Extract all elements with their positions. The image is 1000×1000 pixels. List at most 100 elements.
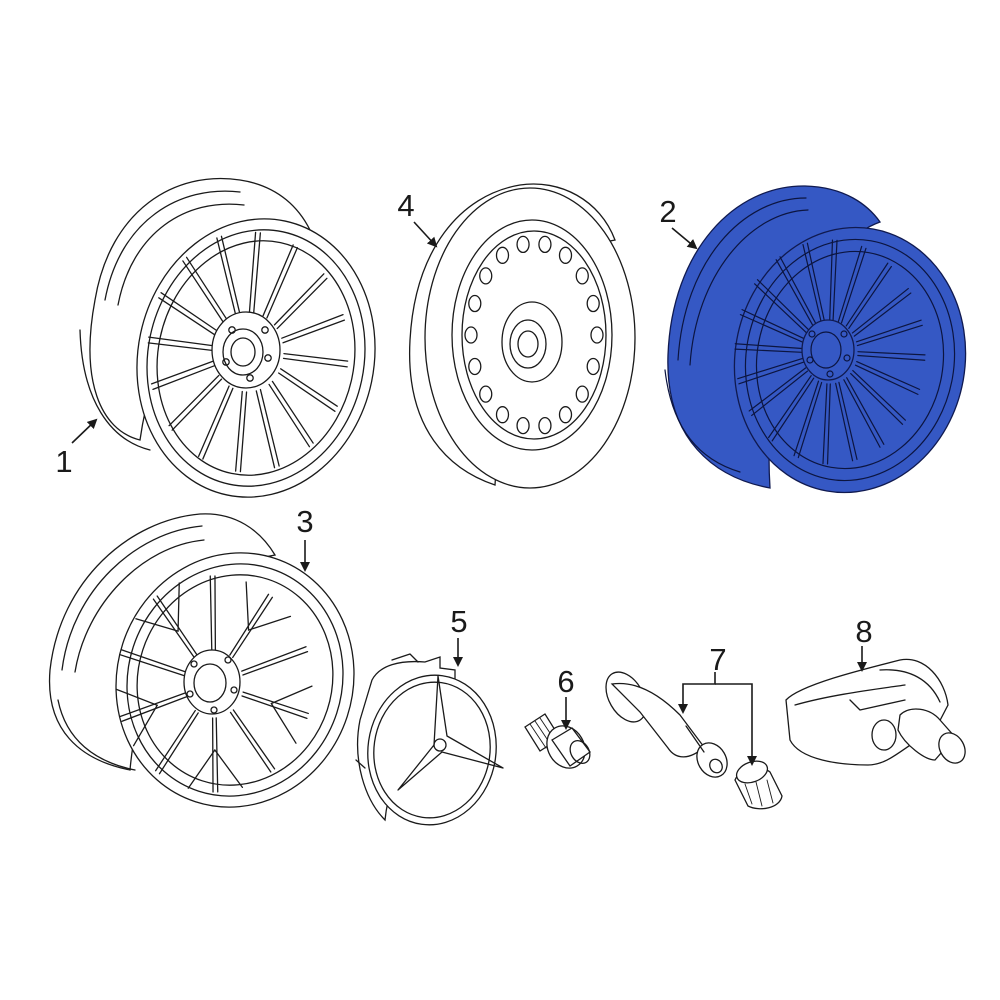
spoke-line (242, 650, 309, 676)
vent-hole (575, 385, 589, 403)
spoke-line (738, 361, 805, 385)
spoke-line (276, 277, 328, 330)
spoke-line (241, 695, 308, 720)
center-cap[interactable] (355, 653, 506, 833)
spare-wheel[interactable] (409, 183, 636, 489)
spoke-line (147, 342, 213, 352)
spoke-line (177, 582, 180, 632)
callout-5: 5 (450, 604, 467, 639)
spoke-line (197, 385, 230, 457)
spoke-line (220, 235, 241, 314)
spoke-line (154, 709, 196, 772)
leader-1 (71, 418, 98, 444)
spoke-line (232, 596, 274, 659)
spoke-line (832, 239, 838, 321)
vent-hole (479, 385, 493, 403)
spoke-line (856, 324, 923, 347)
spoke-line (158, 712, 199, 775)
spoke-line (737, 357, 804, 380)
spoke-line (268, 383, 311, 448)
spoke-line (822, 383, 828, 465)
spoke-line (775, 259, 814, 327)
spoke-line (232, 709, 276, 770)
spoke-line (135, 618, 179, 632)
spoke-line (119, 692, 186, 718)
spoke-line (150, 360, 214, 385)
spoke-line (160, 292, 219, 332)
spoke-line (802, 244, 822, 323)
vent-hole (558, 406, 573, 424)
spoke-line (119, 653, 186, 677)
leader-7a (678, 672, 716, 714)
spoke-line (270, 685, 313, 705)
spoke-line (835, 382, 854, 462)
spoke-line (771, 377, 815, 442)
callout-8: 8 (855, 614, 872, 649)
vent-hole (586, 357, 600, 376)
spoke-line (248, 231, 257, 313)
spoke-line (156, 595, 199, 657)
lug-bolt[interactable] (524, 713, 594, 775)
spoke-line (214, 749, 244, 789)
spoke-line (158, 297, 216, 336)
spoke-line (856, 360, 921, 390)
vent-hole (495, 406, 510, 424)
spoke-line (121, 696, 187, 722)
vent-hole (516, 235, 530, 254)
spoke-line (741, 309, 806, 340)
spoke-line (255, 390, 276, 469)
vent-hole (538, 235, 552, 254)
spoke-line (756, 279, 810, 332)
spoke-line (277, 372, 336, 412)
alloy-wheel-multispoke[interactable] (79, 177, 401, 520)
spoke-line (748, 367, 807, 412)
spoke-line (132, 704, 158, 747)
spoke-line (259, 388, 280, 467)
spoke-line (216, 237, 237, 316)
spoke-line (209, 575, 213, 651)
vent-hole (538, 416, 552, 435)
callout-2: 2 (659, 194, 676, 229)
spoke-line (806, 242, 825, 322)
spoke-line (182, 260, 225, 324)
spoke-line (229, 593, 270, 656)
spoke-line (215, 717, 219, 793)
spoke-line (239, 391, 248, 473)
spoke-line (271, 380, 314, 444)
spoke-line (826, 383, 831, 465)
valve-stem-kit[interactable] (598, 665, 783, 810)
vent-hole (558, 246, 573, 264)
spoke-line (768, 375, 812, 439)
spoke-line (247, 615, 292, 631)
spoke-line (270, 702, 297, 744)
spoke-line (838, 381, 858, 460)
vent-hole (516, 416, 530, 435)
alloy-wheel-highlighted[interactable] (664, 185, 986, 511)
callout-6: 6 (557, 664, 574, 699)
callout-7: 7 (709, 642, 726, 677)
leader-lines (71, 221, 867, 766)
vent-hole (586, 294, 600, 313)
alloy-wheel-y-spoke[interactable] (48, 513, 387, 838)
spoke-line (282, 319, 346, 344)
spoke-line (273, 273, 325, 326)
spoke-line (734, 343, 803, 350)
spoke-line (857, 351, 926, 356)
spoke-line (843, 379, 881, 448)
callout-4: 4 (397, 188, 414, 223)
spoke-line (229, 711, 272, 773)
spoke-line (152, 598, 196, 659)
spoke-line (187, 749, 216, 789)
spoke-line (739, 314, 804, 344)
leader-2 (671, 227, 698, 250)
tpms-sensor[interactable] (785, 658, 970, 767)
vent-hole (479, 267, 493, 285)
vent-hole (464, 326, 478, 344)
spoke-line (754, 283, 808, 335)
spoke-line (253, 232, 262, 314)
spoke-line (734, 348, 803, 353)
spoke-line (185, 256, 228, 321)
spoke-line (852, 369, 906, 421)
vent-hole (468, 357, 482, 376)
